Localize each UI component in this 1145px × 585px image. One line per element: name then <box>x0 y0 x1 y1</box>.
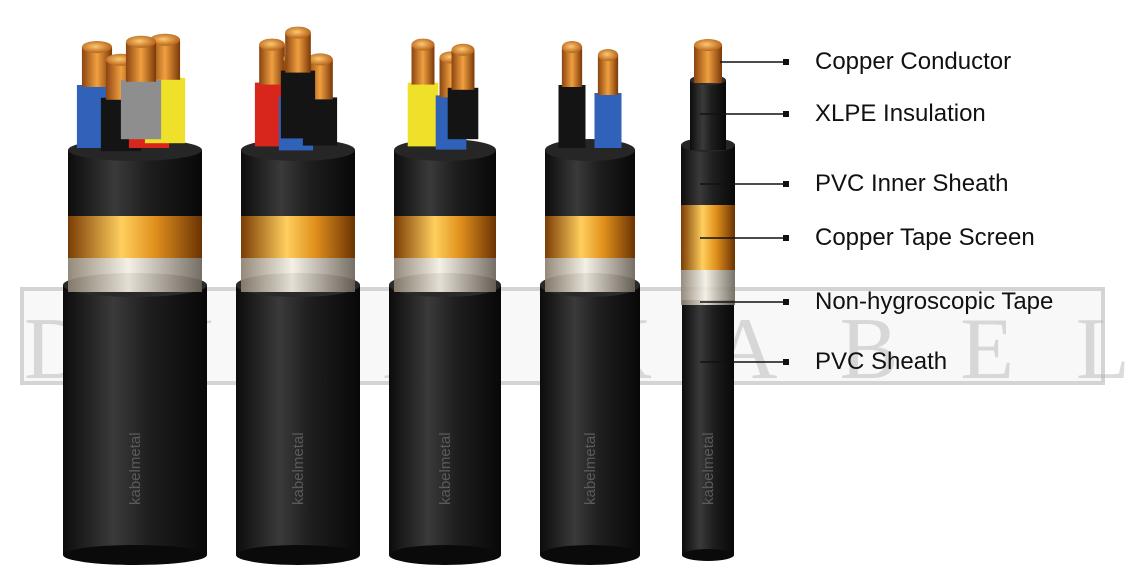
copper-tape-screen <box>681 200 735 270</box>
leader-bullet <box>783 181 789 187</box>
core-insulation-blue <box>594 93 622 148</box>
copper-conductor <box>694 45 722 83</box>
copper-tape-screen <box>394 210 496 258</box>
pvc-sheath-end <box>540 545 640 565</box>
cable-4: kabelmetal <box>540 41 640 565</box>
copper-tape-screen <box>241 210 355 258</box>
copper-tape-screen <box>545 210 635 258</box>
non-hygroscopic-tape <box>681 265 735 305</box>
copper-tape-screen <box>68 210 202 258</box>
leader-bullet <box>783 299 789 305</box>
brand-text: kabelmetal <box>437 432 454 505</box>
core-insulation-yellow <box>407 82 439 147</box>
brand-text: kabelmetal <box>290 432 307 505</box>
brand-text: kabelmetal <box>127 432 144 505</box>
core-conductor-top <box>597 49 619 61</box>
cable-5: kabelmetal <box>681 39 735 561</box>
pvc-sheath-end <box>389 545 501 565</box>
copper-conductor-top <box>694 39 722 51</box>
core-insulation-black <box>280 70 316 139</box>
cable-2: kabelmetal <box>236 26 360 565</box>
pvc-sheath <box>63 285 207 555</box>
core-insulation-black <box>447 87 479 140</box>
core-conductor-top <box>451 43 475 56</box>
leader-bullet <box>783 59 789 65</box>
label-copper-tape-screen: Copper Tape Screen <box>815 224 1035 251</box>
core-conductor <box>561 47 583 87</box>
label-xlpe-insulation: XLPE Insulation <box>815 100 986 127</box>
leader-bullet <box>783 111 789 117</box>
pvc-sheath <box>540 285 640 555</box>
label-copper-conductor: Copper Conductor <box>815 48 1012 75</box>
pvc-inner-sheath <box>681 145 735 205</box>
brand-text: kabelmetal <box>700 432 717 505</box>
core-conductor-top <box>411 38 435 51</box>
core-conductor-top <box>81 41 113 53</box>
pvc-sheath-end <box>682 549 734 561</box>
core-conductor-top <box>561 41 583 53</box>
pvc-sheath <box>389 285 501 555</box>
core-conductor-top <box>149 33 181 46</box>
cable-1: kabelmetal <box>63 33 207 565</box>
xlpe-insulation <box>690 80 726 150</box>
core-conductor-top <box>285 26 311 39</box>
core-conductor <box>285 32 311 73</box>
core-conductor-top <box>307 53 333 66</box>
core-conductor <box>597 55 619 95</box>
cable-3: kabelmetal <box>389 38 501 565</box>
core-conductor <box>259 44 285 85</box>
pvc-sheath-end <box>236 545 360 565</box>
core-insulation-grey <box>120 79 162 140</box>
leader-bullet <box>783 359 789 365</box>
core-conductor <box>411 44 435 85</box>
core-conductor <box>451 49 475 90</box>
core-conductor <box>125 41 157 82</box>
label-non-hygroscopic-tape: Non-hygroscopic Tape <box>815 288 1054 315</box>
pvc-sheath <box>682 300 734 555</box>
core-insulation-black <box>558 85 586 148</box>
core-conductor-top <box>259 38 285 51</box>
label-pvc-inner-sheath: PVC Inner Sheath <box>815 170 1009 197</box>
label-pvc-sheath: PVC Sheath <box>815 348 948 375</box>
pvc-sheath-end <box>63 545 207 565</box>
leader-bullet <box>783 235 789 241</box>
pvc-sheath <box>236 285 360 555</box>
brand-text: kabelmetal <box>582 432 599 505</box>
core-conductor-top <box>125 35 157 48</box>
